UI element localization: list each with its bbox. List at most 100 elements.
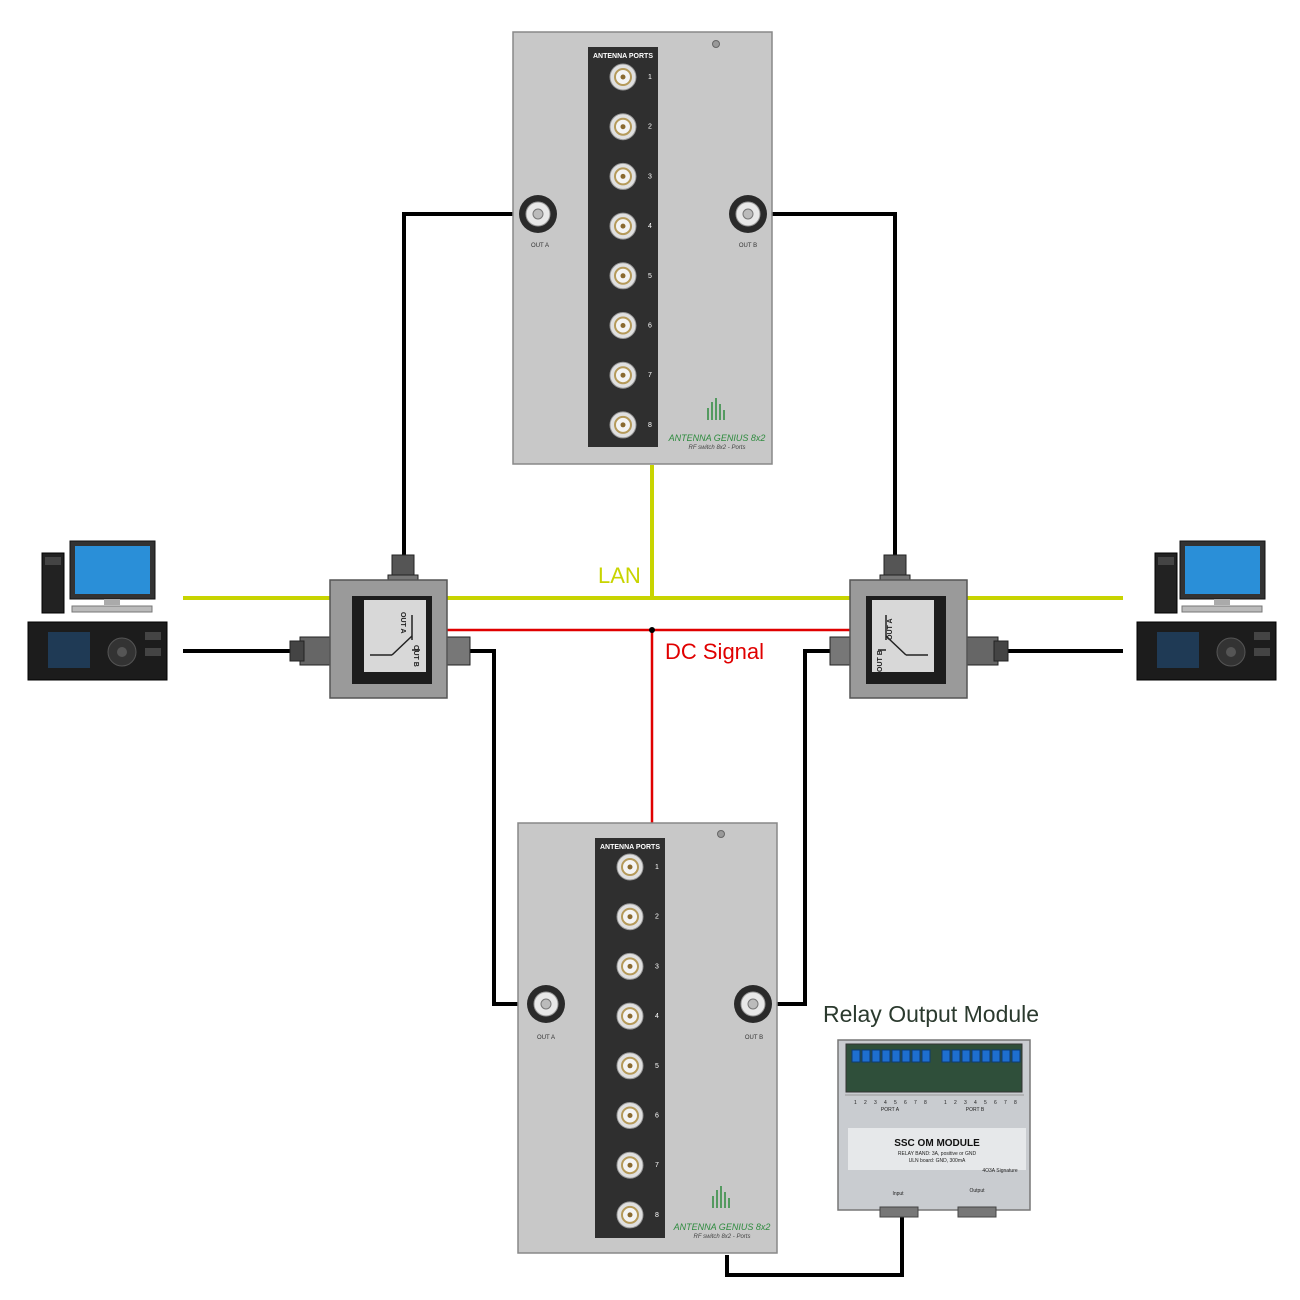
product-name: ANTENNA GENIUS 8x2 <box>673 1222 771 1232</box>
relay-pin-label: 6 <box>904 1100 907 1106</box>
port-number-label: 6 <box>655 1113 659 1120</box>
relay-pin-label: 5 <box>984 1100 987 1106</box>
switch-out-b-label: OUT B <box>412 645 419 667</box>
relay-input-label: Input <box>892 1191 904 1197</box>
relay-terminal[interactable] <box>901 1049 911 1063</box>
computer-left-icon <box>41 540 156 614</box>
port-number-label: 2 <box>648 124 652 131</box>
switch-symbol-icon <box>878 615 928 656</box>
relay-pin-label: 1 <box>944 1100 947 1106</box>
antenna-port-connector[interactable] <box>609 113 637 141</box>
relay-terminal[interactable] <box>1001 1049 1011 1063</box>
port-number-label: 5 <box>648 273 652 280</box>
out-a-connector[interactable] <box>527 985 565 1023</box>
out-b-label: OUT B <box>739 243 757 249</box>
relay-terminal[interactable] <box>941 1049 951 1063</box>
antenna-port-connector[interactable] <box>616 853 644 881</box>
relay-pin-label: 8 <box>1014 1100 1017 1106</box>
relay-terminal[interactable] <box>851 1049 861 1063</box>
port-number-label: 8 <box>655 1212 659 1219</box>
relay-module-line1: RELAY BAND: 3A, positive or GND <box>898 1151 977 1157</box>
antenna-port-connector[interactable] <box>609 312 637 339</box>
antenna-port-connector[interactable] <box>609 212 637 240</box>
out-a-label: OUT A <box>537 1035 555 1041</box>
relay-terminal[interactable] <box>861 1049 871 1063</box>
relay-brand-label: 4O3A Signature <box>982 1168 1018 1174</box>
port-number-label: 1 <box>648 74 652 81</box>
antenna-port-connector[interactable] <box>616 1201 644 1229</box>
relay-pin-label: 6 <box>994 1100 997 1106</box>
relay-terminal[interactable] <box>991 1049 1001 1063</box>
port-number-label: 1 <box>655 864 659 871</box>
antenna-port-connector[interactable] <box>616 1102 644 1129</box>
relay-terminal[interactable] <box>971 1049 981 1063</box>
antenna-port-connector[interactable] <box>616 952 644 980</box>
product-name: ANTENNA GENIUS 8x2 <box>668 433 766 443</box>
brand-logo-icon <box>712 1186 730 1208</box>
antenna-port-connector[interactable] <box>609 162 637 190</box>
relay-module-line2: ULN board: GND, 300mA <box>909 1158 966 1164</box>
port-number-label: 7 <box>648 372 652 379</box>
computer-right-icon <box>1154 540 1266 614</box>
antenna-port-connector[interactable] <box>616 1151 644 1179</box>
antenna-port-connector[interactable] <box>616 903 644 931</box>
port-number-label: 8 <box>648 422 652 429</box>
relay-output-label: Output <box>969 1188 985 1194</box>
port-number-label: 2 <box>655 914 659 921</box>
relay-module-name: SSC OM MODULE <box>894 1138 980 1149</box>
relay-module-title: Relay Output Module <box>823 1001 1040 1027</box>
switch-out-a-label: OUT A <box>399 612 406 634</box>
antenna-port-connector[interactable] <box>609 361 637 389</box>
out-a-connector[interactable] <box>519 195 557 233</box>
relay-pin-label: 4 <box>974 1100 977 1106</box>
radio-transceiver-left-icon <box>27 621 168 681</box>
brand-logo-icon <box>707 398 725 420</box>
lan-label: LAN <box>598 563 641 588</box>
out-a-label: OUT A <box>531 243 549 249</box>
antenna-port-connector[interactable] <box>609 63 637 91</box>
switch-box-left: OUT A OUT B <box>289 554 471 699</box>
relay-terminal[interactable] <box>1011 1049 1021 1063</box>
port-number-label: 3 <box>655 963 659 970</box>
relay-pin-label: 1 <box>854 1100 857 1106</box>
relay-port-a-label: PORT A <box>881 1107 900 1113</box>
relay-terminal[interactable] <box>871 1049 881 1063</box>
port-number-label: 4 <box>648 223 652 230</box>
relay-pin-label: 2 <box>864 1100 867 1106</box>
relay-input-connector[interactable] <box>879 1206 919 1218</box>
out-b-connector[interactable] <box>734 985 772 1023</box>
relay-pin-label: 5 <box>894 1100 897 1106</box>
relay-terminal[interactable] <box>921 1049 931 1063</box>
relay-pin-label: 7 <box>914 1100 917 1106</box>
relay-terminal[interactable] <box>881 1049 891 1063</box>
port-number-label: 5 <box>655 1063 659 1070</box>
relay-terminal[interactable] <box>911 1049 921 1063</box>
port-number-label: 3 <box>648 173 652 180</box>
relay-pin-label: 2 <box>954 1100 957 1106</box>
relay-pin-label: 3 <box>964 1100 967 1106</box>
antenna-port-connector[interactable] <box>609 262 637 290</box>
relay-terminal[interactable] <box>981 1049 991 1063</box>
relay-output-connector[interactable] <box>957 1206 997 1218</box>
relay-port-b-label: PORT B <box>966 1107 985 1113</box>
port-number-label: 7 <box>655 1162 659 1169</box>
relay-terminal[interactable] <box>961 1049 971 1063</box>
antenna-port-connector[interactable] <box>616 1052 644 1080</box>
out-b-connector[interactable] <box>729 195 767 233</box>
relay-terminal[interactable] <box>891 1049 901 1063</box>
dc-junction <box>649 627 655 633</box>
antenna-port-connector[interactable] <box>609 411 637 439</box>
out-b-label: OUT B <box>745 1035 763 1041</box>
dc-signal-label: DC Signal <box>665 639 765 664</box>
relay-terminal[interactable] <box>951 1049 961 1063</box>
relay-pin-label: 8 <box>924 1100 927 1106</box>
antenna-port-connector[interactable] <box>616 1002 644 1030</box>
switch-symbol-icon <box>370 615 420 656</box>
coax-wires <box>183 212 1123 1277</box>
panel-header: ANTENNA PORTS <box>593 53 653 60</box>
panel-header: ANTENNA PORTS <box>600 844 660 851</box>
